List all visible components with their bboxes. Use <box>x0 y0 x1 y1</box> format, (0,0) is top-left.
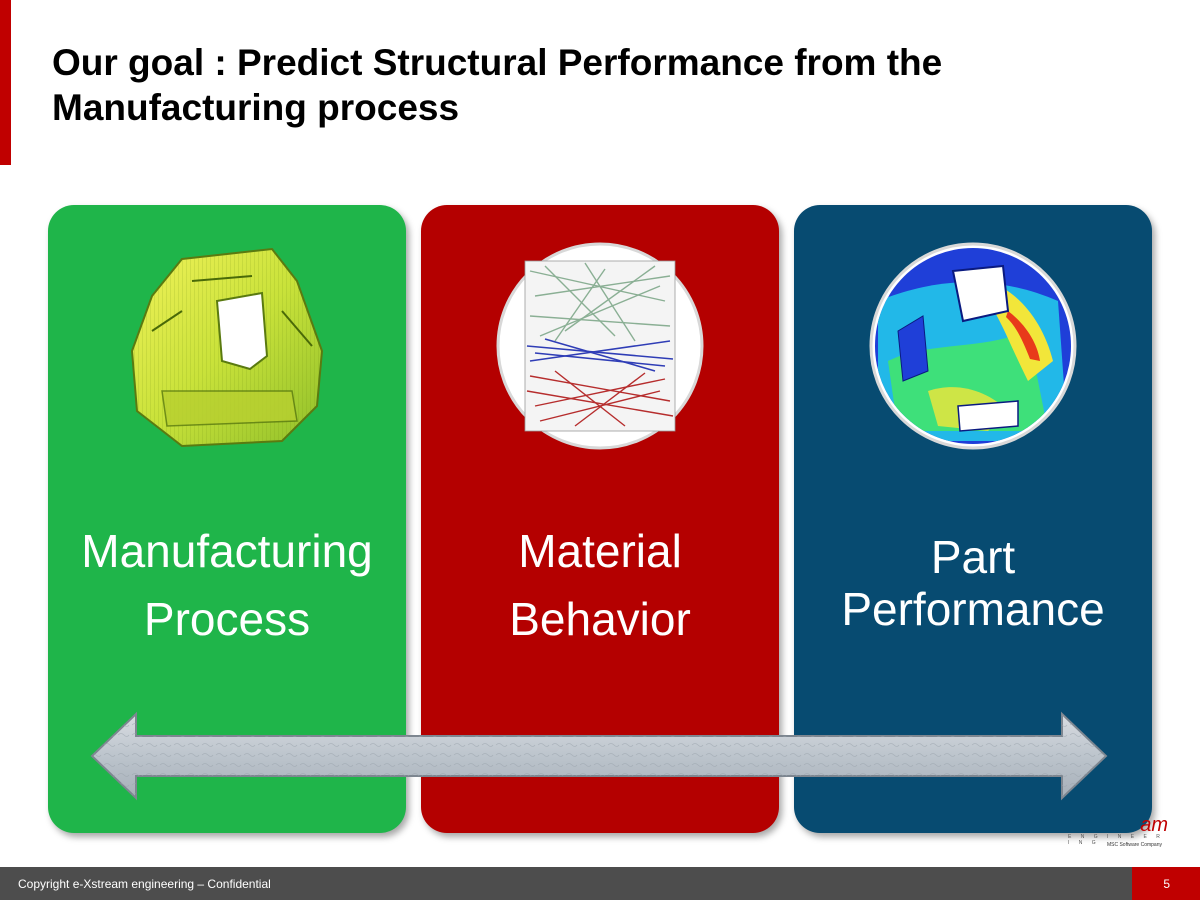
panel-material-line2: Behavior <box>509 593 691 645</box>
logo-wordmark: am <box>1140 814 1168 836</box>
panel-manufacturing-line2: Process <box>143 593 311 645</box>
footer-copyright: Copyright e-Xstream engineering – Confid… <box>18 877 271 891</box>
panel-manufacturing-line1: Manufacturing <box>81 525 373 577</box>
slide-title: Our goal : Predict Structural Performanc… <box>52 40 1152 130</box>
logo-subline: E N G I N E E R I N G <box>1068 834 1164 846</box>
stress-contour-image <box>869 242 1077 450</box>
panel-material-behavior: Material Behavior <box>421 205 779 833</box>
page-number-box <box>1132 867 1200 900</box>
fiber-microstructure-image <box>496 242 704 450</box>
panel-performance-line2: Performance <box>841 583 1105 635</box>
page-number: 5 <box>1163 877 1170 891</box>
company-logo: am E N G I N E E R I N G MSC Software Co… <box>1068 814 1168 854</box>
double-headed-arrow-icon <box>90 711 1108 801</box>
footer-bar: Copyright e-Xstream engineering – Confid… <box>0 867 1200 900</box>
slide-title-line1: Our goal : Predict Structural Performanc… <box>52 42 943 83</box>
panel-manufacturing-process: Manufacturing Process <box>48 205 406 833</box>
molded-part-mesh-image <box>130 247 324 448</box>
title-accent-bar <box>0 0 11 165</box>
slide-title-line2: Manufacturing process <box>52 87 460 128</box>
panel-performance-line1: Part <box>930 531 1016 583</box>
logo-tagline: MSC Software Company <box>1106 842 1162 848</box>
panel-material-line1: Material <box>518 525 682 577</box>
panel-part-performance: Part Performance <box>794 205 1152 833</box>
